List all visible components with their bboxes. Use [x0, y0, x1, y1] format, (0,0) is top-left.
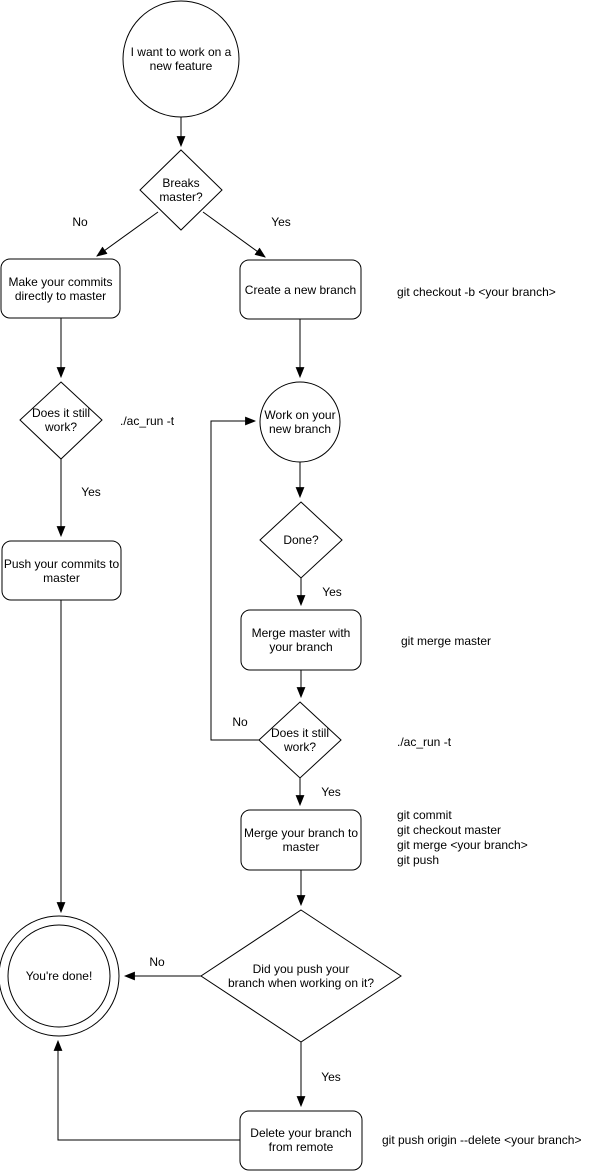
create-branch-node	[239, 259, 362, 320]
label-line: Push your commits to	[3, 556, 120, 571]
annotation-ac-run-2: ./ac_run -t	[397, 735, 452, 749]
label-line: Did you push your	[252, 962, 350, 976]
label-line: Merge your branch to	[243, 826, 359, 840]
youre-done-node-inner	[7, 924, 111, 1028]
annotation-line: git push	[397, 853, 440, 867]
delete-remote-node	[239, 1110, 363, 1171]
label-line: your branch	[269, 640, 333, 654]
breaks-master-label: Breaks master?	[141, 175, 221, 205]
label-line: Does it still	[31, 406, 90, 420]
still-work-1-decision	[19, 381, 103, 460]
label-line: Make your commits	[8, 274, 113, 289]
label-line: from remote	[268, 1140, 334, 1154]
work-branch-label: Work on your new branch	[260, 398, 340, 446]
commit-master-label: Make your commits directly to master	[3, 261, 118, 316]
edge-label-yes-4: Yes	[321, 785, 341, 799]
edge-stillwork2-no-loop	[210, 416, 259, 741]
still-work-2-decision	[258, 701, 342, 779]
annotation-merge-push-cmds: git commit git checkout master git merge…	[397, 808, 528, 868]
label-line: directly to master	[14, 288, 107, 303]
start-node-label: I want to work on a new feature	[126, 37, 236, 81]
still-work-1-label: Does it still work?	[21, 405, 101, 435]
breaks-master-decision	[139, 149, 223, 231]
label-line: master?	[159, 190, 203, 204]
label-line: Work on your	[264, 408, 336, 422]
label-line: Merge master with	[251, 626, 351, 640]
delete-remote-label: Delete your branch from remote	[242, 1112, 360, 1168]
edge-breaks-yes	[202, 211, 266, 258]
annotation-checkout-cmd: git checkout -b <your branch>	[397, 285, 556, 299]
label-line: work?	[44, 420, 77, 434]
still-work-2-label: Does it still work?	[260, 725, 340, 755]
connectors	[53, 117, 306, 1141]
annotation-delete-cmd: git push origin --delete <your branch>	[382, 1133, 582, 1147]
commit-master-node	[0, 258, 121, 319]
edge-label-no-1: No	[72, 215, 88, 229]
youre-done-label: You're done!	[9, 967, 109, 985]
label-line: Breaks	[162, 176, 200, 190]
edge-delete-to-done	[53, 1039, 240, 1141]
edge-label-no-2: No	[232, 715, 248, 729]
start-node	[122, 0, 240, 118]
merge-master-label: Merge master with your branch	[243, 612, 359, 668]
pushed-branch-label: Did you push your branch when working on…	[206, 959, 396, 993]
merge-master-node	[240, 609, 362, 671]
annotation-line: git checkout master	[397, 823, 502, 837]
annotation-merge-master-cmd: git merge master	[401, 634, 492, 648]
edge-label-yes-5: Yes	[321, 1070, 341, 1084]
pushed-branch-decision	[200, 909, 402, 1043]
label-line: Delete your branch	[250, 1126, 352, 1140]
merge-branch-node	[240, 809, 362, 871]
annotation-line: git merge <your branch>	[397, 838, 528, 852]
merge-branch-label: Merge your branch to master	[243, 812, 359, 868]
label-line: Done?	[283, 533, 319, 547]
label-line: new branch	[268, 422, 332, 436]
label-line: You're done!	[25, 969, 93, 983]
done-q-label: Done?	[261, 525, 341, 555]
push-commits-label: Push your commits to master	[4, 543, 119, 598]
edge-breaks-no	[96, 211, 159, 257]
annotation-line: git commit	[397, 808, 452, 822]
create-branch-label: Create a new branch	[242, 262, 359, 317]
label-line: work?	[283, 740, 316, 754]
work-branch-node	[259, 381, 341, 463]
shapes	[0, 0, 402, 1171]
push-commits-node	[1, 540, 122, 601]
label-line: Does it still	[270, 726, 329, 740]
label-line: branch when working on it?	[227, 976, 375, 990]
label-line: I want to work on a	[130, 45, 232, 59]
edge-label-no-3: No	[149, 955, 165, 969]
edge-label-yes-2: Yes	[81, 485, 101, 499]
label-line: Create a new branch	[244, 282, 357, 297]
label-line: new feature	[149, 59, 213, 73]
annotation-ac-run-1: ./ac_run -t	[120, 414, 175, 428]
edge-label-yes-1: Yes	[271, 215, 291, 229]
edge-label-yes-3: Yes	[322, 585, 342, 599]
done-decision	[259, 501, 343, 579]
label-line: master	[282, 840, 320, 854]
label-line: master	[43, 570, 80, 585]
